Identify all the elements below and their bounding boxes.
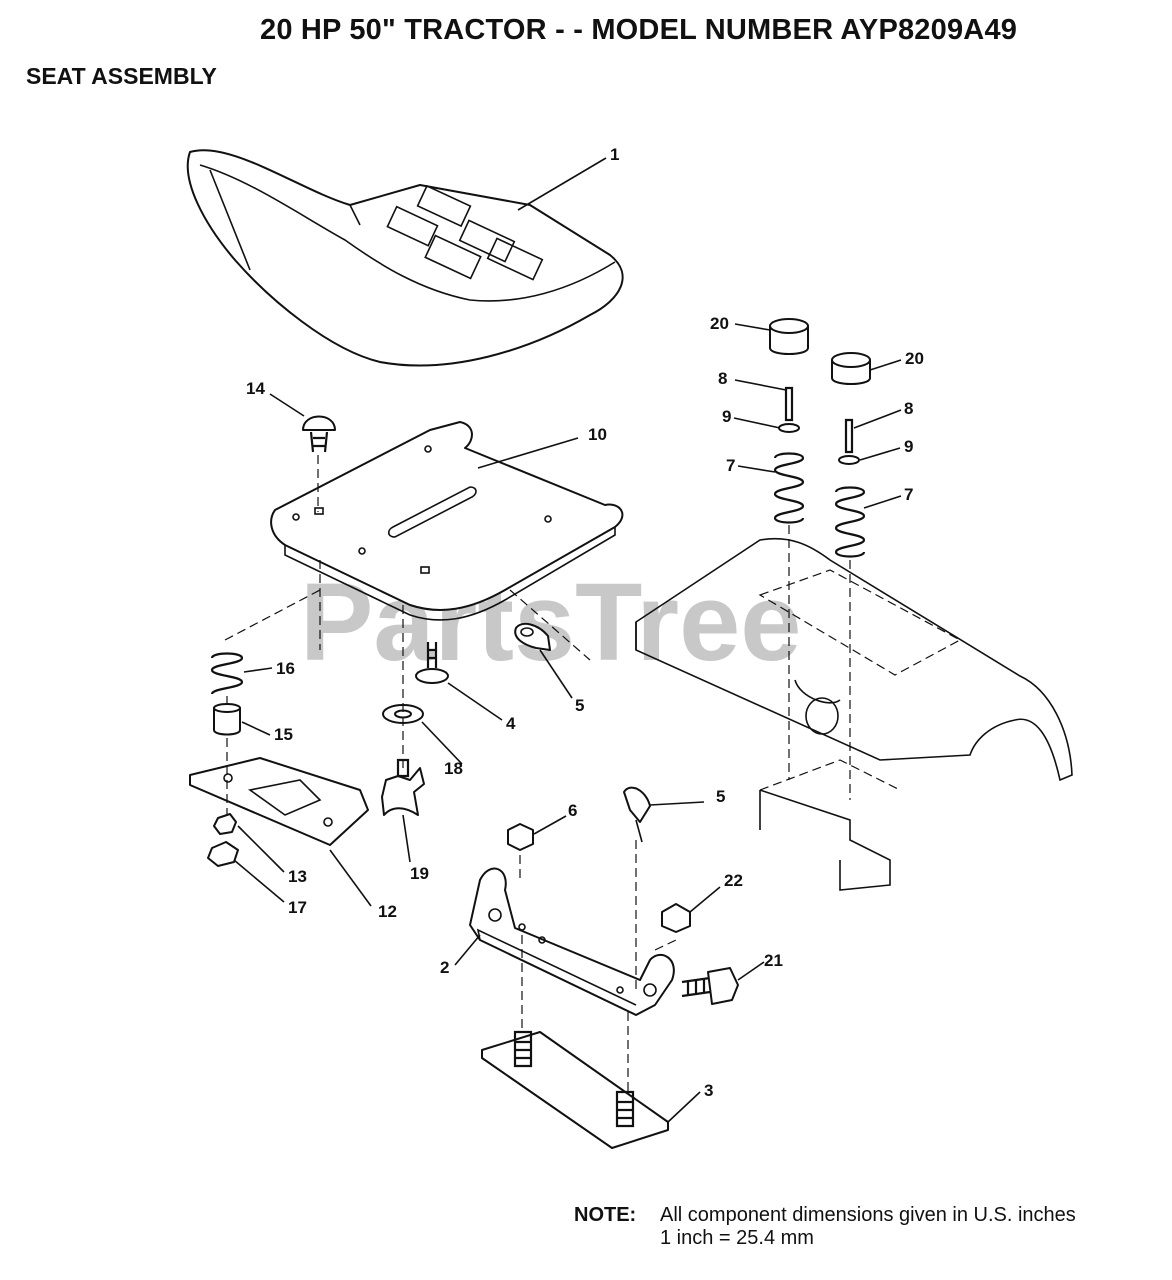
callout-13: 13	[288, 867, 307, 886]
callout-20-right: 20	[905, 349, 924, 368]
lock-washer-left	[778, 423, 800, 433]
hex-locknut	[507, 823, 534, 851]
callout-16: 16	[276, 659, 295, 678]
callout-8-left: 8	[718, 369, 727, 388]
assembly-lines	[224, 455, 851, 1092]
callout-19: 19	[410, 864, 429, 883]
seat	[186, 149, 624, 367]
callout-7-right: 7	[904, 485, 913, 504]
slide-bracket	[189, 757, 369, 846]
screw-left	[784, 386, 794, 422]
callout-15: 15	[274, 725, 293, 744]
callout-8-right: 8	[904, 399, 913, 418]
callout-9-left: 9	[722, 407, 731, 426]
seat-spring-right	[834, 486, 866, 558]
callout-2: 2	[440, 958, 449, 977]
lock-washer-right	[838, 455, 860, 465]
note-line-2: 1 inch = 25.4 mm	[660, 1227, 814, 1249]
seat-pan	[270, 421, 624, 621]
callout-5-lower: 5	[716, 787, 725, 806]
callout-21: 21	[764, 951, 783, 970]
flange-nut	[207, 841, 239, 867]
callout-22: 22	[724, 871, 743, 890]
bushing	[213, 703, 241, 736]
leader-lines	[233, 157, 902, 1123]
bolt	[415, 642, 449, 684]
callout-1: 1	[610, 145, 619, 164]
callout-17: 17	[288, 898, 307, 917]
base-plate	[481, 1030, 669, 1149]
callout-12: 12	[378, 902, 397, 921]
bumper-left	[769, 318, 809, 355]
callout-14: 14	[246, 379, 265, 398]
hinge-clip-lower	[623, 786, 651, 843]
callout-4: 4	[506, 714, 516, 733]
screw-right	[844, 418, 854, 454]
section-title: SEAT ASSEMBLY	[26, 63, 217, 89]
callout-5-upper: 5	[575, 696, 584, 715]
callout-3: 3	[704, 1081, 713, 1100]
callout-20-left: 20	[710, 314, 729, 333]
pivot-bolt	[681, 967, 739, 1005]
hex-nut	[213, 813, 237, 835]
pivot-nut	[661, 903, 691, 933]
callout-18: 18	[444, 759, 463, 778]
seat-spring-left	[773, 452, 805, 524]
bumper-right	[831, 352, 871, 385]
note-label: NOTE:	[574, 1204, 637, 1226]
note-line-1: All component dimensions given in U.S. i…	[660, 1204, 1076, 1226]
dimension-note: NOTE: All component dimensions given in U…	[574, 1204, 1076, 1250]
small-spring	[210, 652, 244, 695]
seat-bracket	[469, 867, 675, 1016]
page-title: 20 HP 50" TRACTOR - - MODEL NUMBER AYP82…	[260, 14, 1018, 46]
callout-6: 6	[568, 801, 577, 820]
callout-7-left: 7	[726, 456, 735, 475]
callout-9-right: 9	[904, 437, 913, 456]
carriage-bolt	[302, 415, 336, 453]
callout-10: 10	[588, 425, 607, 444]
fender-frame	[635, 537, 1073, 891]
hinge-clip-upper	[514, 622, 551, 651]
adjustment-knob	[381, 758, 425, 816]
